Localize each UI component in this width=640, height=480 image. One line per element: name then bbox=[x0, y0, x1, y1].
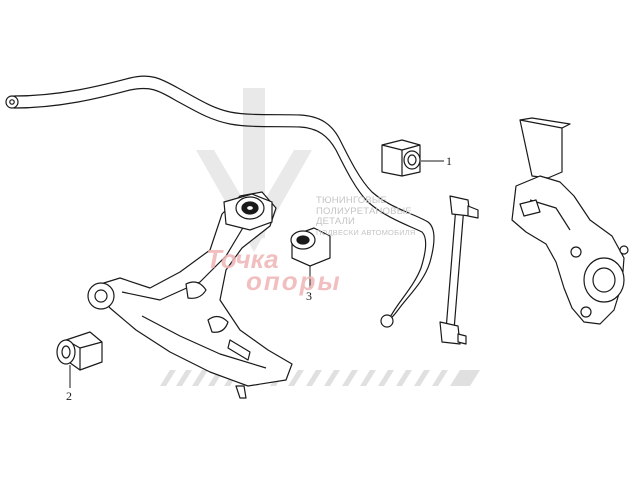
rear-bushing bbox=[290, 227, 331, 267]
callout-number-2: 2 bbox=[66, 389, 72, 403]
stabilizer-bar bbox=[5, 75, 435, 328]
callout-number-3: 3 bbox=[306, 289, 312, 303]
stabilizer-link bbox=[439, 195, 479, 345]
installed-rear-bushing bbox=[223, 193, 273, 231]
steering-knuckle bbox=[511, 117, 629, 325]
lower-control-arm bbox=[87, 191, 293, 399]
callout-number-1: 1 bbox=[446, 154, 452, 168]
front-bushing bbox=[56, 331, 103, 371]
watermark-tagline-line: ТЮНИНГОВЫЕ bbox=[316, 195, 388, 206]
watermark-tagline-line: ПОЛИУРЕТАНОВЫЕ bbox=[316, 205, 412, 217]
watermark-tagline-line: ПОДВЕСКИ АВТОМОБИЛЯ bbox=[316, 227, 416, 237]
watermark-tagline: ТЮНИНГОВЫЕ ПОЛИУРЕТАНОВЫЕ ДЕТАЛИ ПОДВЕСК… bbox=[316, 195, 466, 238]
watermark-brand-line2: опоры bbox=[246, 266, 342, 296]
watermark-tagline-line: ДЕТАЛИ bbox=[316, 216, 356, 227]
stabilizer-bushing bbox=[381, 139, 421, 177]
watermark-stripes bbox=[160, 370, 480, 386]
watermark-brand-line1: Точка bbox=[206, 244, 279, 274]
